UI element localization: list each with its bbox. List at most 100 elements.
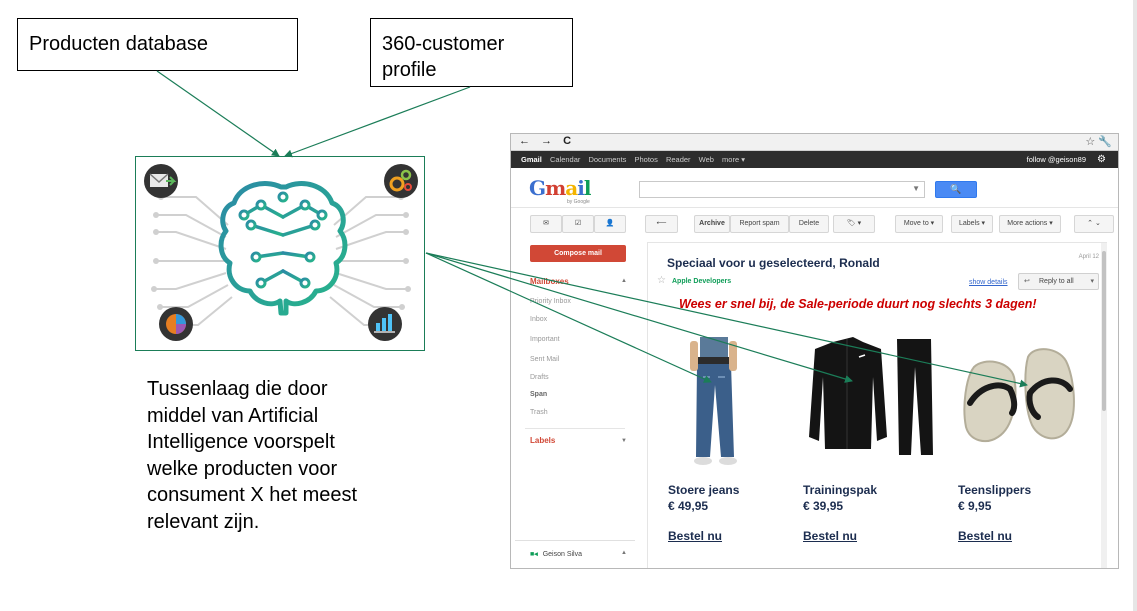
- mail-message: Speciaal voor u geselecteerd, Ronald Apr…: [647, 242, 1107, 568]
- order-now-link[interactable]: Bestel nu: [958, 529, 1013, 543]
- sidebar-item-inbox[interactable]: Inbox: [530, 316, 548, 323]
- mail-date: April 12: [1078, 254, 1099, 260]
- brain-circuit-icon: [218, 181, 348, 316]
- settings-gear-icon[interactable]: ⚙: [1097, 154, 1106, 165]
- browser-window: ← → C ☆ 🔧 Gmail Calendar Documents Photo…: [510, 133, 1119, 569]
- browser-nav-buttons[interactable]: ← → C: [519, 135, 576, 147]
- labels-caret-icon[interactable]: ▼: [621, 438, 627, 444]
- move-to-button[interactable]: Move to ▾: [895, 215, 943, 233]
- arrow-database-to-ai: [156, 70, 280, 157]
- gbar-gmail-link[interactable]: Gmail: [521, 155, 542, 164]
- ai-description-line: middel van Artificial: [147, 404, 319, 427]
- reply-to-all-button[interactable]: ↩ Reply to all ▾: [1018, 273, 1099, 290]
- label-tag-icon[interactable]: 🏷 ▾: [833, 215, 875, 233]
- gbar-documents-link[interactable]: Documents: [588, 155, 627, 164]
- ai-description-line: consument X het meest: [147, 484, 358, 506]
- labels-button[interactable]: Labels ▾: [951, 215, 993, 233]
- sidebar-mailboxes[interactable]: Mailboxes: [530, 277, 569, 286]
- product-card: Trainingspak € 39,95 Bestel nu: [803, 337, 938, 543]
- order-now-link[interactable]: Bestel nu: [668, 529, 723, 543]
- sidebar-item-priority-inbox[interactable]: Priority Inbox: [530, 298, 571, 305]
- back-arrow-icon[interactable]: ⟵: [645, 215, 678, 233]
- mail-subject: Speciaal voor u geselecteerd, Ronald: [667, 256, 880, 270]
- gbar-follow-link[interactable]: follow @geison89: [1026, 155, 1086, 164]
- gbar-photos-link[interactable]: Photos: [634, 155, 658, 164]
- mail-sender[interactable]: Apple Developers: [672, 278, 732, 285]
- archive-button[interactable]: Archive: [694, 215, 730, 233]
- show-details-link[interactable]: show details: [969, 279, 1008, 286]
- pie-chart-icon: [159, 307, 193, 341]
- ai-description-line: welke producten voor: [147, 457, 338, 480]
- tasks-view-icon[interactable]: ☑: [562, 215, 594, 233]
- gears-icon: [384, 164, 418, 198]
- gmail-logo-letter: G: [529, 176, 546, 200]
- gmail-logo-letter: m: [545, 176, 566, 200]
- reply-all-icon: ↩: [1024, 278, 1030, 285]
- mail-view-icon[interactable]: ✉: [530, 215, 562, 233]
- search-dropdown-icon[interactable]: ▼: [912, 184, 920, 193]
- sidebar-item-sent-mail[interactable]: Sent Mail: [530, 356, 560, 363]
- chat-caret-icon[interactable]: ▲: [621, 550, 627, 556]
- gmail-logo-letter: a: [565, 176, 578, 200]
- sidebar-item-span[interactable]: Span: [530, 391, 548, 398]
- product-name: Teenslippers: [958, 483, 1032, 497]
- sidebar-item-drafts[interactable]: Drafts: [530, 374, 549, 381]
- scrollbar-thumb[interactable]: [1102, 251, 1106, 411]
- gmail-logo-letter: l: [583, 176, 592, 200]
- ai-layer-box: [135, 156, 425, 351]
- sidebar-labels[interactable]: Labels: [530, 436, 556, 445]
- jeans-image: [690, 337, 737, 465]
- mail-scrollbar[interactable]: [1101, 243, 1107, 568]
- browser-star-wrench-icons[interactable]: ☆ 🔧: [1085, 136, 1112, 148]
- search-icon: 🔍: [950, 184, 962, 194]
- star-icon[interactable]: ☆: [657, 275, 666, 286]
- delete-button[interactable]: Delete: [789, 215, 829, 233]
- chat-user-name: Geison Silva: [542, 551, 582, 558]
- product-name: Stoere jeans: [668, 483, 740, 497]
- more-actions-button[interactable]: More actions ▾: [999, 215, 1061, 233]
- ai-layer-description: Tussenlaag die door middel van Artificia…: [147, 376, 407, 535]
- gbar-more-link[interactable]: more ▾: [722, 155, 745, 164]
- product-price: € 9,95: [958, 499, 992, 513]
- ai-description-line: Tussenlaag die door: [147, 378, 328, 400]
- sidebar-item-important[interactable]: Important: [530, 336, 560, 343]
- mailboxes-caret-icon[interactable]: ▲: [621, 278, 627, 284]
- ai-description-line: Intelligence voorspelt: [147, 431, 335, 453]
- gmail-logo[interactable]: Gmail: [529, 176, 592, 200]
- search-input[interactable]: ▼: [639, 181, 925, 198]
- products-database-box: Producten database: [17, 18, 298, 71]
- sidebar-item-trash[interactable]: Trash: [530, 409, 548, 416]
- gmail-logo-letter: i: [577, 176, 585, 200]
- sidebar-footer-divider: [515, 540, 635, 541]
- product-price: € 49,95: [668, 499, 709, 513]
- report-spam-button[interactable]: Report spam: [730, 215, 789, 233]
- circuit-traces-left: [154, 196, 233, 326]
- tracksuit-image: [809, 337, 933, 455]
- reply-to-all-label: Reply to all: [1039, 278, 1074, 285]
- product-card: Stoere jeans € 49,95 Bestel nu: [668, 337, 803, 543]
- bar-chart-icon: [368, 307, 402, 341]
- compose-mail-button[interactable]: Compose mail: [530, 245, 626, 262]
- gbar-calendar-link[interactable]: Calendar: [549, 155, 581, 164]
- search-button[interactable]: 🔍: [935, 181, 977, 198]
- up-down-nav-icon[interactable]: ⌃ ⌄: [1074, 215, 1114, 233]
- chat-user[interactable]: ■◂ Geison Silva: [530, 550, 582, 558]
- products-database-label: Producten database: [29, 33, 209, 55]
- sidebar-divider: [525, 428, 625, 429]
- gbar-web-link[interactable]: Web: [698, 155, 714, 164]
- product-price: € 39,95: [803, 499, 844, 513]
- google-bar: Gmail Calendar Documents Photos Reader W…: [511, 151, 1118, 168]
- mail-toolbar: ✉ ☑ 👤 ⟵ Archive Report spam Delete 🏷 ▾ M…: [511, 210, 1118, 240]
- contacts-view-icon[interactable]: 👤: [594, 215, 626, 233]
- customer-profile-label-line2: profile: [382, 59, 437, 81]
- reply-dropdown-icon[interactable]: ▾: [1090, 278, 1094, 285]
- product-card: Teenslippers € 9,95 Bestel nu: [958, 337, 1093, 543]
- flip-flops-image: [963, 348, 1075, 443]
- order-now-link[interactable]: Bestel nu: [803, 529, 858, 543]
- gbar-reader-link[interactable]: Reader: [665, 155, 691, 164]
- ai-description-line: relevant zijn.: [147, 510, 260, 533]
- customer-profile-box: 360-customer profile: [370, 18, 573, 87]
- gmail-header: Gmail by Google ▼ 🔍: [511, 168, 1118, 208]
- product-name: Trainingspak: [803, 483, 878, 497]
- arrow-profile-to-ai: [284, 86, 471, 158]
